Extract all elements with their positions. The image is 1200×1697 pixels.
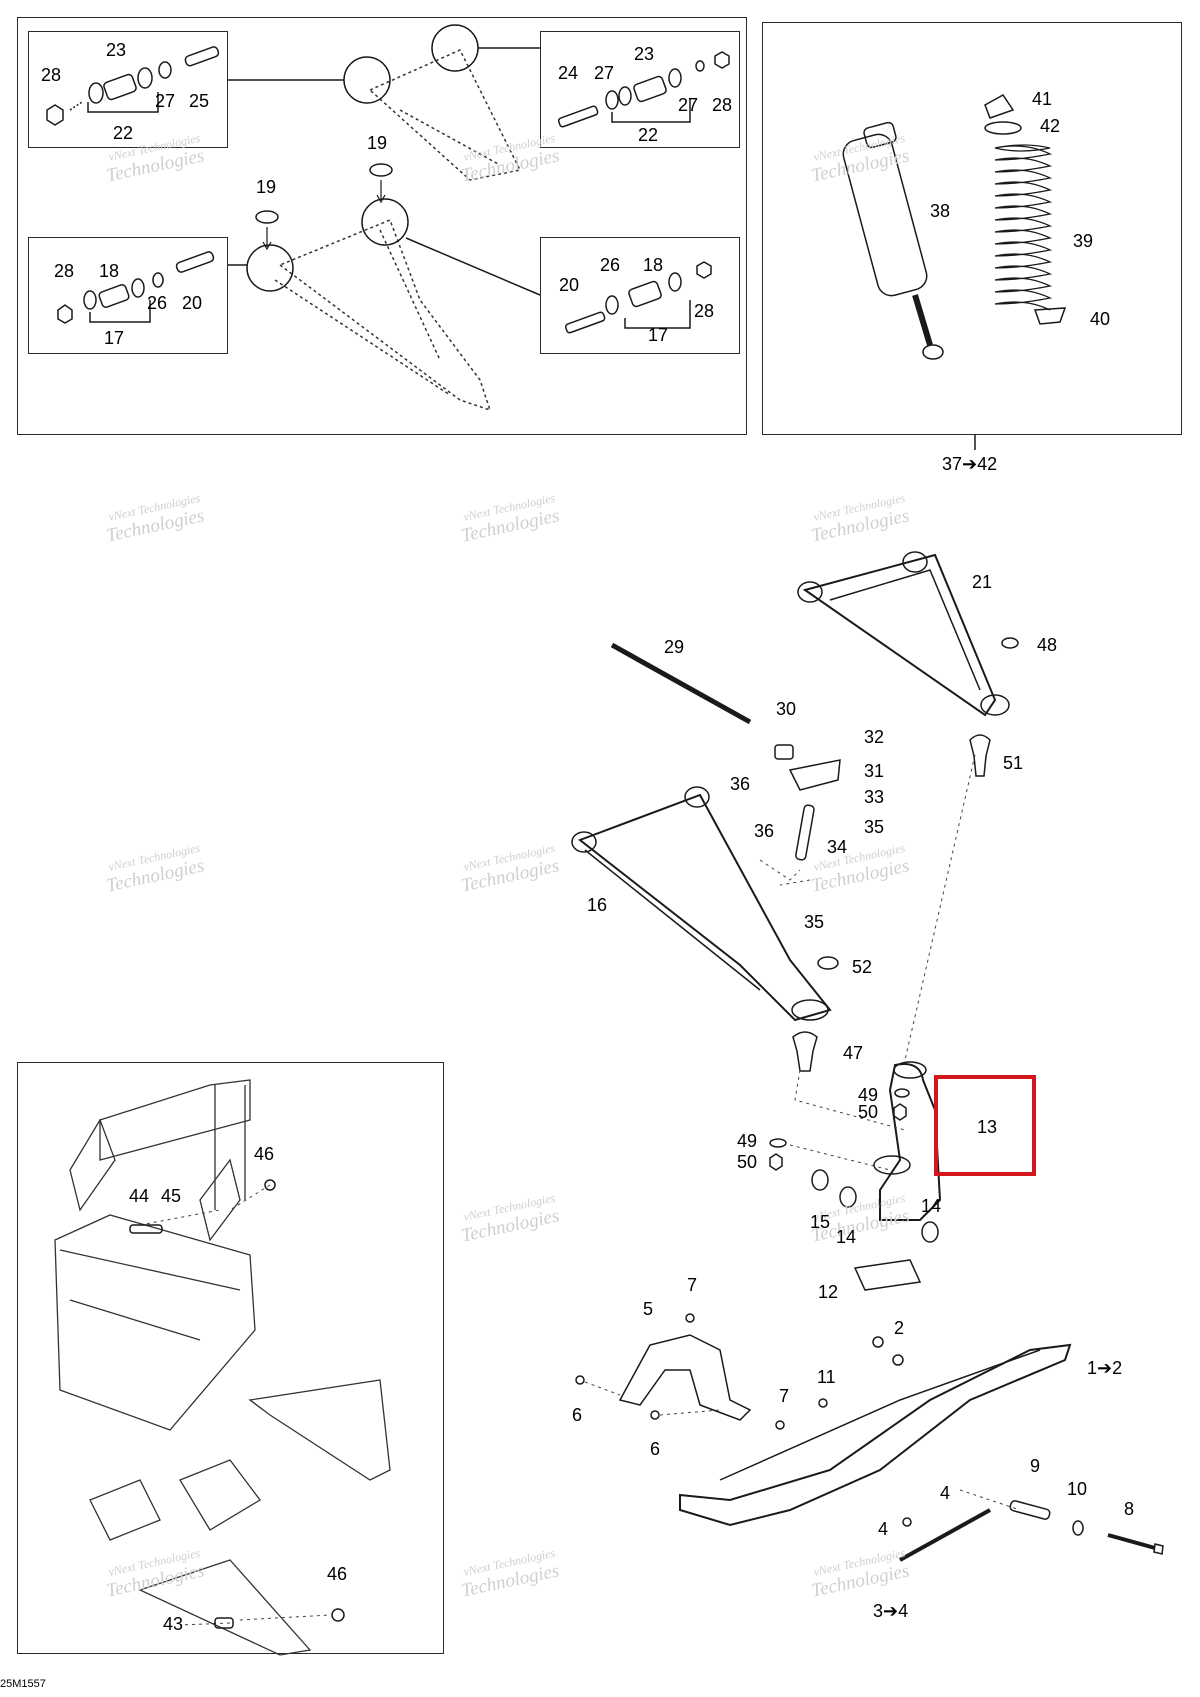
callout-9: 9 — [1030, 1456, 1041, 1476]
callout-43: 43 — [163, 1614, 184, 1634]
callout-15: 15 — [810, 1212, 831, 1232]
circle-callout-3 — [361, 198, 409, 246]
inset-a-arm-bushings — [17, 17, 747, 435]
callout-23: 23 — [634, 44, 655, 64]
callout-25: 25 — [189, 91, 210, 111]
callout-33: 33 — [864, 787, 885, 807]
callout-7: 7 — [687, 1275, 698, 1295]
callout-50: 50 — [858, 1102, 879, 1122]
callout-49: 49 — [737, 1131, 758, 1151]
circle-callout-4 — [246, 244, 294, 292]
callout-11: 11 — [817, 1367, 836, 1387]
callout-38: 38 — [930, 201, 951, 221]
callout-18: 18 — [643, 255, 664, 275]
callout-26: 26 — [600, 255, 621, 275]
callout-22: 22 — [638, 125, 659, 145]
callout-41: 41 — [1032, 89, 1053, 109]
callout-48: 48 — [1037, 635, 1058, 655]
callout-52: 52 — [852, 957, 873, 977]
callout-19: 19 — [256, 177, 277, 197]
callout-39: 39 — [1073, 231, 1094, 251]
callout-31: 31 — [864, 761, 885, 781]
callout-4: 4 — [940, 1483, 951, 1503]
callout-13: 13 — [977, 1117, 998, 1137]
callout-10: 10 — [1067, 1479, 1088, 1499]
callout-37-42: 37➔42 — [942, 454, 998, 474]
callout-3-4: 3➔4 — [873, 1601, 909, 1621]
callout-50: 50 — [737, 1152, 758, 1172]
callout-30: 30 — [776, 699, 797, 719]
circle-callout-2 — [431, 24, 479, 72]
callout-47: 47 — [843, 1043, 864, 1063]
detail-lower-left — [28, 237, 228, 354]
callout-6: 6 — [572, 1405, 583, 1425]
callout-8: 8 — [1124, 1499, 1135, 1519]
callout-19: 19 — [367, 133, 388, 153]
inset-frame-mounting — [17, 1062, 444, 1654]
callout-28: 28 — [41, 65, 62, 85]
callout-2: 2 — [894, 1318, 905, 1338]
detail-upper-left — [28, 31, 228, 148]
circle-callout-1 — [343, 56, 391, 104]
callout-36: 36 — [730, 774, 751, 794]
callout-35: 35 — [864, 817, 885, 837]
callout-16: 16 — [587, 895, 608, 915]
callout-18: 18 — [99, 261, 120, 281]
callout-42: 42 — [1040, 116, 1061, 136]
callout-20: 20 — [559, 275, 580, 295]
callout-27: 27 — [155, 91, 176, 111]
callout-35: 35 — [804, 912, 825, 932]
callout-49: 49 — [858, 1085, 879, 1105]
callout-21: 21 — [972, 572, 993, 592]
diagram-code: 25M1557 — [0, 1678, 46, 1690]
callout-46: 46 — [327, 1564, 348, 1584]
detail-upper-right — [540, 31, 740, 148]
callout-40: 40 — [1090, 309, 1111, 329]
callout-36: 36 — [754, 821, 775, 841]
inset-shock-absorber — [762, 22, 1182, 435]
callout-1-2: 1➔2 — [1087, 1358, 1123, 1378]
callout-46: 46 — [254, 1144, 275, 1164]
callout-6: 6 — [650, 1439, 661, 1459]
callout-45: 45 — [161, 1186, 182, 1206]
highlight-box-part-13 — [934, 1075, 1036, 1176]
callout-14: 14 — [921, 1196, 942, 1216]
callout-22: 22 — [113, 123, 134, 143]
callout-20: 20 — [182, 293, 203, 313]
callout-27: 27 — [594, 63, 615, 83]
callout-14: 14 — [836, 1227, 857, 1247]
callout-28: 28 — [694, 301, 715, 321]
callout-17: 17 — [648, 325, 669, 345]
callout-17: 17 — [104, 328, 125, 348]
callout-28: 28 — [712, 95, 733, 115]
callout-51: 51 — [1003, 753, 1024, 773]
callout-29: 29 — [664, 637, 685, 657]
callout-24: 24 — [558, 63, 579, 83]
detail-lower-right — [540, 237, 740, 354]
callout-28: 28 — [54, 261, 75, 281]
callout-26: 26 — [147, 293, 168, 313]
callout-7: 7 — [779, 1386, 790, 1406]
callout-5: 5 — [643, 1299, 654, 1319]
callout-32: 32 — [864, 727, 885, 747]
callout-23: 23 — [106, 40, 127, 60]
callout-4: 4 — [878, 1519, 889, 1539]
callout-12: 12 — [818, 1282, 839, 1302]
callout-27: 27 — [678, 95, 699, 115]
callout-44: 44 — [129, 1186, 150, 1206]
callout-34: 34 — [827, 837, 848, 857]
